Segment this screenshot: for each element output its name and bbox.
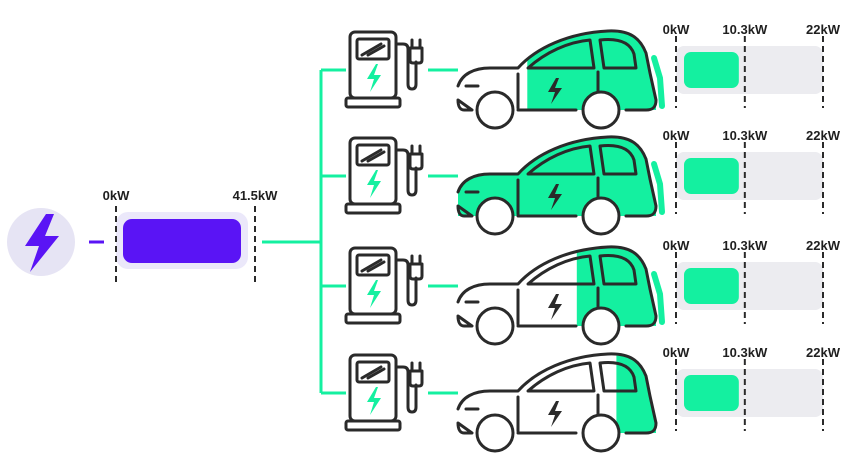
charger-max-label: 22kW — [806, 128, 841, 143]
charger-meter-fill — [684, 158, 739, 194]
charger-min-label: 0kW — [663, 128, 690, 143]
station-screen — [355, 360, 391, 384]
station-screen — [355, 37, 391, 61]
car-rear-wheel — [581, 196, 621, 236]
charger-min-label: 0kW — [663, 345, 690, 360]
car-charge-glow — [651, 55, 665, 109]
car-rear-wheel — [581, 413, 621, 453]
car-bolt-icon — [548, 294, 562, 320]
charging-station-icon — [344, 246, 424, 325]
station-bolt-icon — [367, 387, 381, 415]
station-plug — [408, 369, 424, 388]
car-rear-window — [598, 254, 638, 286]
electric-car-icon — [456, 352, 658, 453]
station-plug-pins — [410, 254, 422, 266]
charger-meter-fill — [684, 375, 739, 411]
charger-max-label: 22kW — [806, 345, 841, 360]
charging-station-icon — [344, 30, 424, 109]
station-cable — [394, 258, 418, 307]
car-bolt-icon — [548, 401, 562, 427]
supply-meter: 0kW 41.5kW — [103, 188, 278, 282]
station-screen — [355, 143, 391, 167]
charger-power-meter: 0kW 10.3kW 22kW — [663, 22, 841, 108]
station-bolt-icon — [367, 64, 381, 92]
car-front-wheel — [475, 413, 515, 453]
car-bolt-icon — [548, 184, 562, 210]
electric-car-icon — [456, 245, 665, 346]
station-plug — [408, 262, 424, 281]
charger-row: 0kW 10.3kW 22kW — [321, 128, 841, 236]
car-rear-window — [598, 361, 638, 393]
car-body-outline — [456, 29, 658, 112]
charging-station-icon — [344, 136, 424, 215]
car-rear-wheel — [581, 306, 621, 346]
car-front-wheel — [475, 90, 515, 130]
station-screen — [355, 253, 391, 277]
station-cable — [394, 42, 418, 91]
charger-power-meter: 0kW 10.3kW 22kW — [663, 345, 841, 431]
charger-min-label: 0kW — [663, 238, 690, 253]
car-body-outline — [456, 245, 658, 328]
charger-value-label: 10.3kW — [722, 345, 768, 360]
charger-power-meter: 0kW 10.3kW 22kW — [663, 238, 841, 324]
car-front-window — [526, 144, 596, 176]
car-rear-wheel — [581, 90, 621, 130]
charger-max-label: 22kW — [806, 22, 841, 37]
station-plug — [408, 46, 424, 65]
car-charge-glow — [651, 161, 665, 215]
charger-min-label: 0kW — [663, 22, 690, 37]
station-cable — [394, 148, 418, 197]
charger-row: 0kW 10.3kW 22kW — [321, 345, 841, 453]
car-rear-window — [598, 38, 638, 70]
station-plug-pins — [410, 38, 422, 50]
car-body-outline — [456, 135, 658, 218]
station-plug-pins — [410, 144, 422, 156]
charger-meter-fill — [684, 268, 739, 304]
car-body-outline — [456, 352, 658, 435]
supply-meter-fill — [123, 219, 241, 263]
car-charge-glow — [651, 271, 665, 325]
car-front-wheel — [475, 306, 515, 346]
lightning-bolt-icon — [25, 214, 59, 272]
charging-station-icon — [344, 353, 424, 432]
station-base — [344, 202, 402, 215]
charger-row: 0kW 10.3kW 22kW — [321, 238, 841, 346]
station-plug-pins — [410, 361, 422, 373]
station-base — [344, 312, 402, 325]
charger-value-label: 10.3kW — [722, 22, 768, 37]
supply-max-label: 41.5kW — [233, 188, 279, 203]
charger-value-label: 10.3kW — [722, 128, 768, 143]
car-bolt-icon — [548, 78, 562, 104]
charger-max-label: 22kW — [806, 238, 841, 253]
lightning-source-icon — [7, 208, 75, 276]
station-screen-glare — [360, 42, 386, 57]
charger-row: 0kW 10.3kW 22kW — [321, 22, 841, 130]
car-front-window — [526, 254, 596, 286]
charger-meter-fill — [684, 52, 739, 88]
distribution-lines — [262, 70, 323, 393]
station-screen-glare — [360, 365, 386, 380]
car-front-window — [526, 361, 596, 393]
station-plug — [408, 152, 424, 171]
station-base — [344, 96, 402, 109]
charger-value-label: 10.3kW — [722, 238, 768, 253]
station-base — [344, 419, 402, 432]
supply-min-label: 0kW — [103, 188, 130, 203]
station-screen-glare — [360, 258, 386, 273]
electric-car-icon — [456, 29, 665, 130]
station-bolt-icon — [367, 170, 381, 198]
car-rear-window — [598, 144, 638, 176]
station-screen-glare — [360, 148, 386, 163]
station-bolt-icon — [367, 280, 381, 308]
car-front-wheel — [475, 196, 515, 236]
charger-power-meter: 0kW 10.3kW 22kW — [663, 128, 841, 214]
car-front-window — [526, 38, 596, 70]
station-cable — [394, 365, 418, 414]
electric-car-icon — [456, 135, 665, 236]
